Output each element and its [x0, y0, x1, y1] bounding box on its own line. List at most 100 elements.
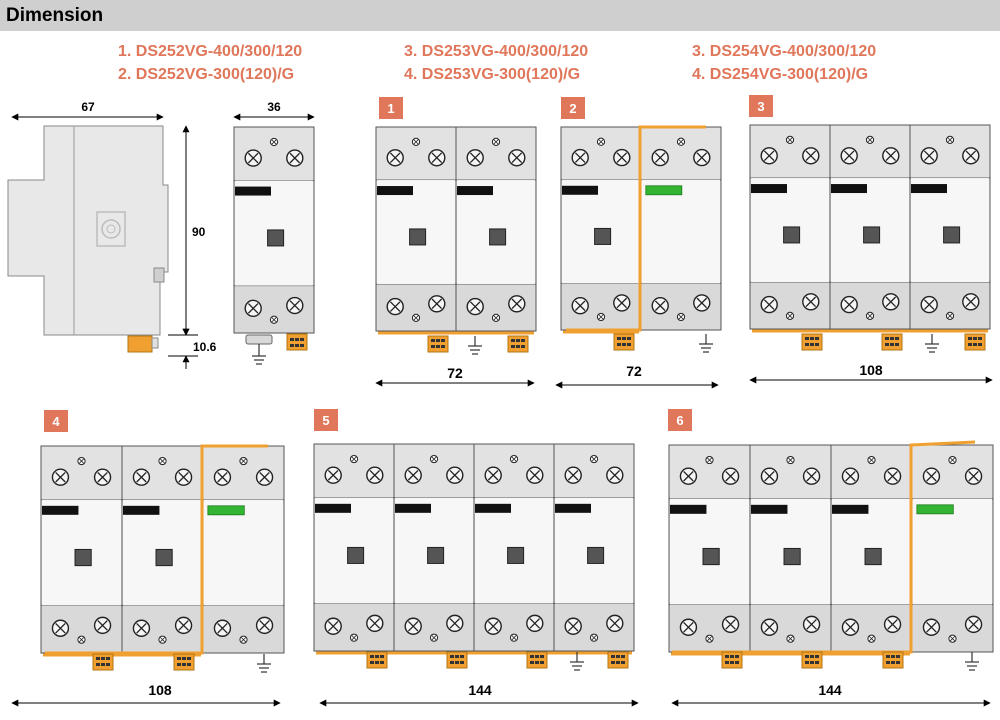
- screw-small-icon: [349, 633, 359, 642]
- side-view: 67 90 10.6: [7, 100, 217, 369]
- screw-small-icon: [945, 311, 955, 320]
- screw-small-icon: [786, 455, 795, 465]
- variant-width-label: 72: [447, 365, 463, 381]
- pe-connection-line: [45, 444, 268, 655]
- terminal-block-icon: [882, 651, 904, 669]
- model-line: 4. DS253VG-300(120)/G: [404, 66, 581, 83]
- module-cartridge: [204, 499, 283, 606]
- earth-icon: [252, 344, 266, 365]
- screw-icon: [883, 615, 902, 634]
- spd-module: [233, 126, 315, 334]
- screw-icon: [802, 467, 821, 485]
- screw-icon: [508, 149, 526, 167]
- status-window: [594, 227, 612, 245]
- variant-width-label: 108: [859, 362, 883, 378]
- spd-module: [911, 444, 994, 653]
- terminal-block-icon: [526, 651, 548, 669]
- screw-icon: [428, 295, 446, 313]
- model-group-2: 3. DS253VG-400/300/120 4. DS253VG-300(12…: [404, 40, 588, 86]
- spd-module: [40, 445, 123, 654]
- screw-icon: [526, 466, 544, 484]
- screw-icon: [446, 466, 464, 484]
- screw-small-icon: [865, 135, 875, 144]
- screw-icon: [760, 467, 779, 485]
- status-indicator: [555, 503, 591, 513]
- screw-small-icon: [239, 456, 248, 466]
- screw-icon: [613, 148, 631, 167]
- status-window: [783, 226, 801, 244]
- screw-small-icon: [491, 137, 501, 146]
- screw-icon: [962, 293, 980, 311]
- screw-icon: [174, 616, 193, 635]
- terminal-block-icon: [881, 333, 903, 351]
- variant-badge: [561, 97, 585, 119]
- screw-small-icon: [867, 455, 876, 465]
- screw-small-icon: [596, 312, 606, 322]
- screw-icon: [213, 619, 232, 637]
- screw-icon: [882, 293, 900, 311]
- screw-icon: [324, 466, 342, 484]
- screw-icon: [802, 147, 820, 165]
- screw-icon: [386, 149, 404, 167]
- terminal-block-icon: [286, 333, 308, 351]
- screw-icon: [721, 615, 740, 634]
- screw-small-icon: [867, 634, 876, 643]
- screw-small-icon: [411, 313, 421, 322]
- model-line: 3. DS253VG-400/300/120: [404, 43, 589, 60]
- screw-icon: [571, 297, 589, 315]
- variant-badge: [379, 97, 403, 119]
- variant-badge-number: 3: [757, 99, 764, 114]
- screw-icon: [366, 614, 384, 633]
- screw-icon: [508, 295, 526, 313]
- status-indicator: [831, 184, 867, 194]
- spd-module: [749, 444, 832, 653]
- screw-icon: [174, 468, 193, 486]
- front-width-label: 36: [267, 100, 281, 114]
- terminal-block-icon: [801, 651, 823, 669]
- variant-width-label: 108: [148, 682, 172, 698]
- screw-icon: [286, 296, 304, 315]
- status-indicator: [751, 504, 788, 514]
- screw-icon: [386, 297, 404, 316]
- status-indicator: [911, 184, 947, 194]
- screw-icon: [132, 468, 151, 486]
- screw-icon: [760, 618, 779, 636]
- screw-small-icon: [239, 635, 248, 644]
- screw-icon: [324, 617, 342, 635]
- screw-small-icon: [509, 633, 519, 642]
- spd-module: [749, 124, 831, 330]
- side-clip-label: 10.6: [193, 340, 217, 354]
- screw-icon: [882, 147, 900, 165]
- variant-modules: [313, 443, 635, 671]
- screw-small-icon: [676, 137, 686, 146]
- spd-module: [121, 445, 204, 654]
- earth-icon: [699, 334, 713, 353]
- screw-icon: [962, 147, 980, 165]
- side-width-label: 67: [81, 100, 95, 114]
- terminal-block-icon: [173, 653, 195, 671]
- screw-small-icon: [589, 633, 599, 642]
- screw-icon: [840, 147, 858, 165]
- status-indicator: [235, 186, 271, 196]
- variant-1: 1 72: [375, 97, 537, 387]
- screw-icon: [484, 617, 502, 635]
- screw-icon: [51, 468, 70, 486]
- screw-icon: [466, 149, 484, 167]
- status-window: [409, 228, 427, 246]
- screw-icon: [484, 466, 502, 484]
- screw-icon: [922, 618, 941, 636]
- terminal-block-icon: [964, 333, 986, 351]
- status-indicator: [42, 505, 79, 515]
- front-view: 36: [233, 100, 315, 365]
- terminal-block-icon: [801, 333, 823, 351]
- status-indicator-green: [916, 504, 954, 515]
- variant-width-label: 144: [468, 682, 492, 698]
- status-indicator: [123, 505, 160, 515]
- spd-module: [668, 444, 751, 653]
- screw-icon: [693, 148, 711, 167]
- screw-icon: [883, 467, 902, 485]
- status-indicator: [377, 186, 413, 196]
- screw-small-icon: [705, 634, 714, 643]
- variant-4: 4 108: [11, 410, 285, 707]
